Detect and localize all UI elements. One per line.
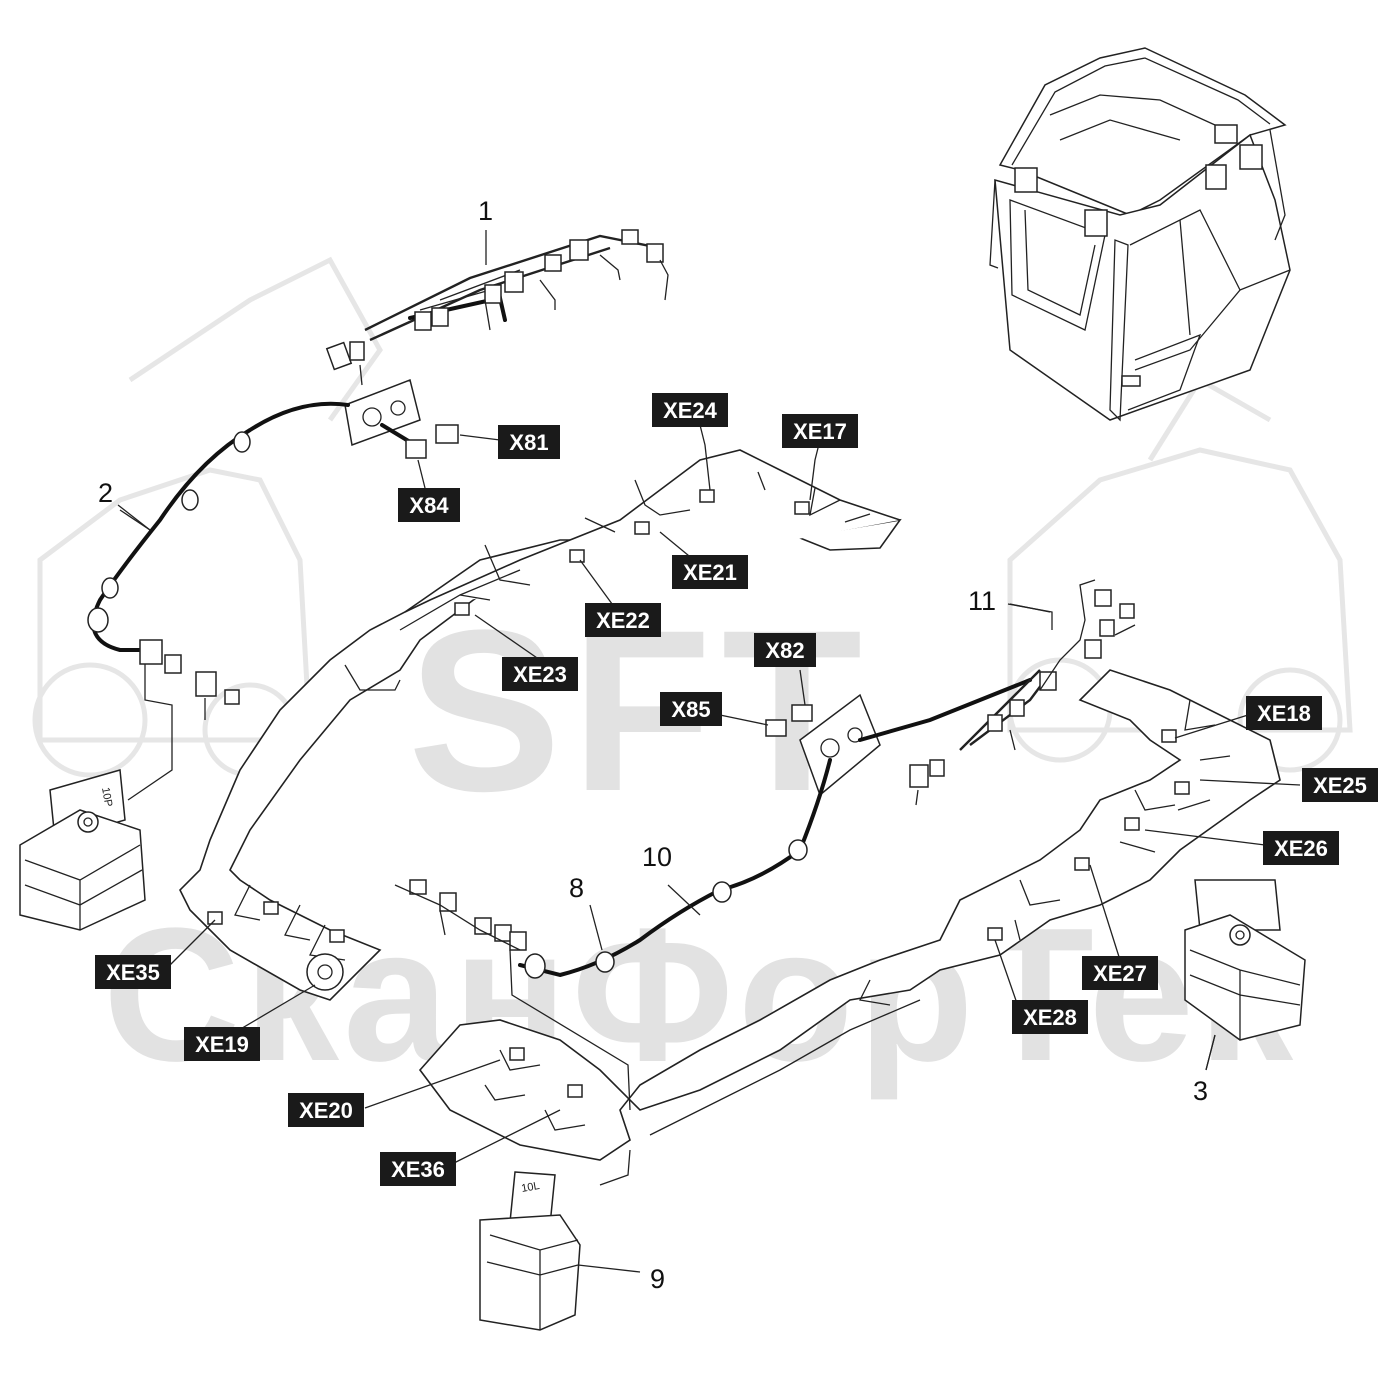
label-XE21: XE21: [672, 555, 748, 589]
label-XE19: XE19: [184, 1027, 260, 1061]
cab-lamp: [1014, 124, 1263, 237]
label-X85: X85: [660, 692, 722, 726]
connector-x81-body: [435, 424, 459, 444]
label-XE23: XE23: [502, 657, 578, 691]
svg-text:XE22: XE22: [596, 608, 650, 633]
svg-text:XE28: XE28: [1023, 1005, 1077, 1030]
lamp-marking-bottom: 10L: [520, 1180, 540, 1195]
work-lamp-bottom: 10L: [479, 1149, 641, 1331]
label-X82: X82: [754, 633, 816, 667]
svg-text:X82: X82: [765, 638, 804, 663]
harness-10: [518, 758, 832, 979]
harness-2: [87, 401, 350, 801]
harness-8: [394, 879, 631, 1111]
svg-text:XE20: XE20: [299, 1098, 353, 1123]
lamp-marking-left: 10P: [99, 786, 114, 807]
svg-text:XE23: XE23: [513, 662, 567, 687]
svg-text:X81: X81: [509, 430, 548, 455]
part-number-3: 3: [1193, 1076, 1208, 1106]
label-XE22: XE22: [585, 603, 661, 637]
cab-illustration: [989, 47, 1291, 422]
svg-text:X84: X84: [409, 493, 449, 518]
svg-text:XE26: XE26: [1274, 836, 1328, 861]
headliner-trim-left: [179, 449, 902, 1001]
harness-11: [719, 579, 1136, 806]
label-XE17: XE17: [782, 414, 858, 448]
part-number-8: 8: [569, 873, 584, 903]
part-number-10: 10: [642, 842, 672, 872]
label-XE27: XE27: [1082, 956, 1158, 990]
label-XE28: XE28: [1012, 1000, 1088, 1034]
label-XE18: XE18: [1246, 696, 1322, 730]
bracket: [207, 479, 841, 961]
svg-text:XE17: XE17: [793, 419, 847, 444]
part-numbers: 1 2 3 8 9 10 11: [98, 196, 1208, 1294]
label-XE20: XE20: [288, 1093, 364, 1127]
connector-labels: X81 X84 X82 X85 XE24 XE17 XE21 XE22: [95, 393, 1378, 1186]
headliner-trim-bottom: [418, 669, 1281, 1161]
grommet-plate-top: [344, 378, 501, 489]
svg-text:XE36: XE36: [391, 1157, 445, 1182]
label-XE24: XE24: [652, 393, 728, 427]
work-lamp-right: [1184, 879, 1306, 1071]
part-number-11: 11: [968, 586, 996, 616]
svg-text:XE27: XE27: [1093, 961, 1147, 986]
svg-text:XE18: XE18: [1257, 701, 1311, 726]
svg-text:XE19: XE19: [195, 1032, 249, 1057]
label-X84: X84: [398, 488, 460, 522]
connector-x84-body: [405, 439, 427, 459]
svg-text:X85: X85: [671, 697, 710, 722]
svg-text:XE24: XE24: [663, 398, 718, 423]
part-number-9: 9: [650, 1264, 665, 1294]
label-XE25: XE25: [1302, 768, 1378, 802]
connector: [325, 229, 664, 371]
connector-x82-body: [791, 704, 813, 722]
part-number-1: 1: [478, 196, 493, 226]
label-XE36: XE36: [380, 1152, 456, 1186]
part-number-2: 2: [98, 478, 113, 508]
connector-x85-body: [765, 719, 787, 737]
harness-1: [325, 229, 669, 386]
work-lamp-left: 10P: [19, 769, 146, 931]
svg-text:XE25: XE25: [1313, 773, 1367, 798]
label-XE35: XE35: [95, 955, 171, 989]
label-XE26: XE26: [1263, 831, 1339, 865]
svg-text:XE21: XE21: [683, 560, 737, 585]
svg-text:XE35: XE35: [106, 960, 160, 985]
label-X81: X81: [498, 425, 560, 459]
